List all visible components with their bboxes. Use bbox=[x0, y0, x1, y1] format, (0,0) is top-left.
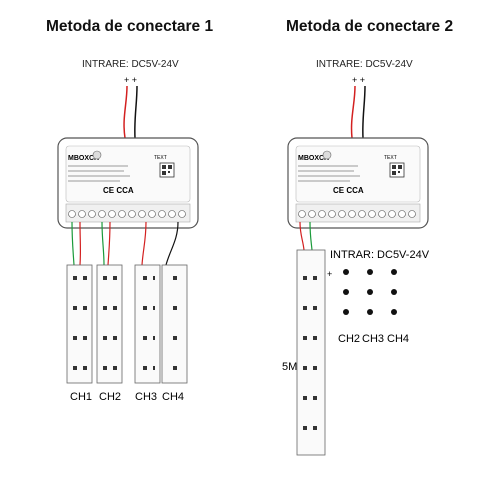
method-2-controller: MBOXCR TEXT CE CCA bbox=[287, 137, 429, 229]
method-2-button-icon bbox=[322, 150, 332, 160]
method-1-power-wire-pos bbox=[123, 85, 128, 139]
method-1-button-text: TEXT bbox=[154, 155, 167, 161]
method-1-strip-ch3 bbox=[134, 264, 161, 384]
method-2-ch4-label: CH4 bbox=[387, 333, 409, 345]
method-2-cert-mark: CE CCA bbox=[333, 186, 364, 195]
method-2-title: Metoda de conectare 2 bbox=[286, 18, 454, 35]
method-1-title: Metoda de conectare 1 bbox=[46, 18, 214, 35]
method-2-strip bbox=[296, 249, 326, 456]
method-1-brand: MBOXCR bbox=[68, 155, 99, 162]
method-2-power-wire-neg bbox=[362, 85, 366, 139]
method-2-power-wire-pos bbox=[350, 85, 356, 139]
method-2-strip-input-label: INTRAR: DC5V-24V bbox=[330, 249, 430, 261]
method-1-controller: MBOXCR TEXT CE CCA bbox=[57, 137, 199, 229]
method-1-cert-mark: CE CCA bbox=[103, 186, 134, 195]
method-1-button-icon bbox=[92, 150, 102, 160]
method-2-brand: MBOXCR bbox=[298, 155, 329, 162]
method-1-ch2-label: CH2 bbox=[99, 391, 121, 403]
method-2-terminal-block bbox=[295, 203, 421, 223]
method-2-ch3-label: CH3 bbox=[362, 333, 384, 345]
method-2-plus-signs: + + bbox=[352, 75, 365, 85]
method-1-terminal-block bbox=[65, 203, 191, 223]
method-2-ch2-label: CH2 bbox=[338, 333, 360, 345]
method-2-input-label: INTRARE: DC5V-24V bbox=[316, 59, 413, 70]
method-2-strip-length: 5M bbox=[282, 361, 297, 373]
method-1-strip-ch2 bbox=[96, 264, 123, 384]
method-2-pin-grid bbox=[343, 269, 397, 315]
method-1-ch3-label: CH3 bbox=[135, 391, 157, 403]
method-1-ch4-label: CH4 bbox=[162, 391, 184, 403]
method-1-power-wire-neg bbox=[134, 85, 138, 139]
method-1-channel-wires bbox=[71, 221, 179, 266]
method-1-plus-signs: + + bbox=[124, 75, 137, 85]
method-1-input-label: INTRARE: DC5V-24V bbox=[82, 59, 179, 70]
method-1-strip-ch1 bbox=[66, 264, 93, 384]
method-2-channel-wires bbox=[299, 221, 313, 251]
method-1-strip-ch4 bbox=[161, 264, 188, 384]
method-2-button-text: TEXT bbox=[384, 155, 397, 161]
method-2-plus-mark: + bbox=[327, 269, 332, 279]
method-1-ch1-label: CH1 bbox=[70, 391, 92, 403]
